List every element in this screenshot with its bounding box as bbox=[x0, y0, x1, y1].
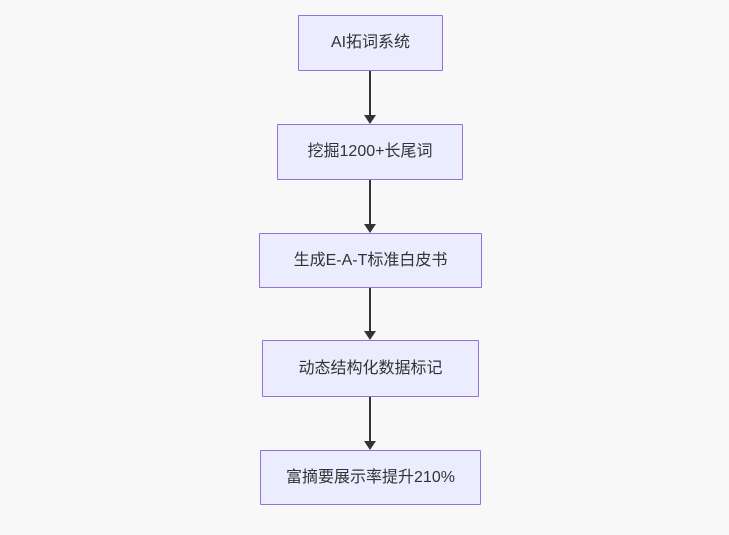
arrow-head-icon bbox=[364, 115, 376, 124]
arrow-line bbox=[369, 397, 371, 443]
edge-arrow-3 bbox=[364, 288, 376, 340]
arrow-line bbox=[369, 180, 371, 226]
flow-node-longtail-mining: 挖掘1200+长尾词 bbox=[277, 124, 463, 180]
flow-node-structured-data-markup: 动态结构化数据标记 bbox=[262, 340, 479, 397]
arrow-head-icon bbox=[364, 441, 376, 450]
arrow-head-icon bbox=[364, 331, 376, 340]
arrow-line bbox=[369, 288, 371, 333]
edge-arrow-2 bbox=[364, 180, 376, 233]
arrow-line bbox=[369, 71, 371, 117]
flow-node-rich-snippet-result: 富摘要展示率提升210% bbox=[260, 450, 481, 505]
flow-node-eat-whitepaper: 生成E-A-T标准白皮书 bbox=[259, 233, 482, 288]
arrow-head-icon bbox=[364, 224, 376, 233]
edge-arrow-4 bbox=[364, 397, 376, 450]
flow-node-ai-keyword-system: AI拓词系统 bbox=[298, 15, 443, 71]
edge-arrow-1 bbox=[364, 71, 376, 124]
